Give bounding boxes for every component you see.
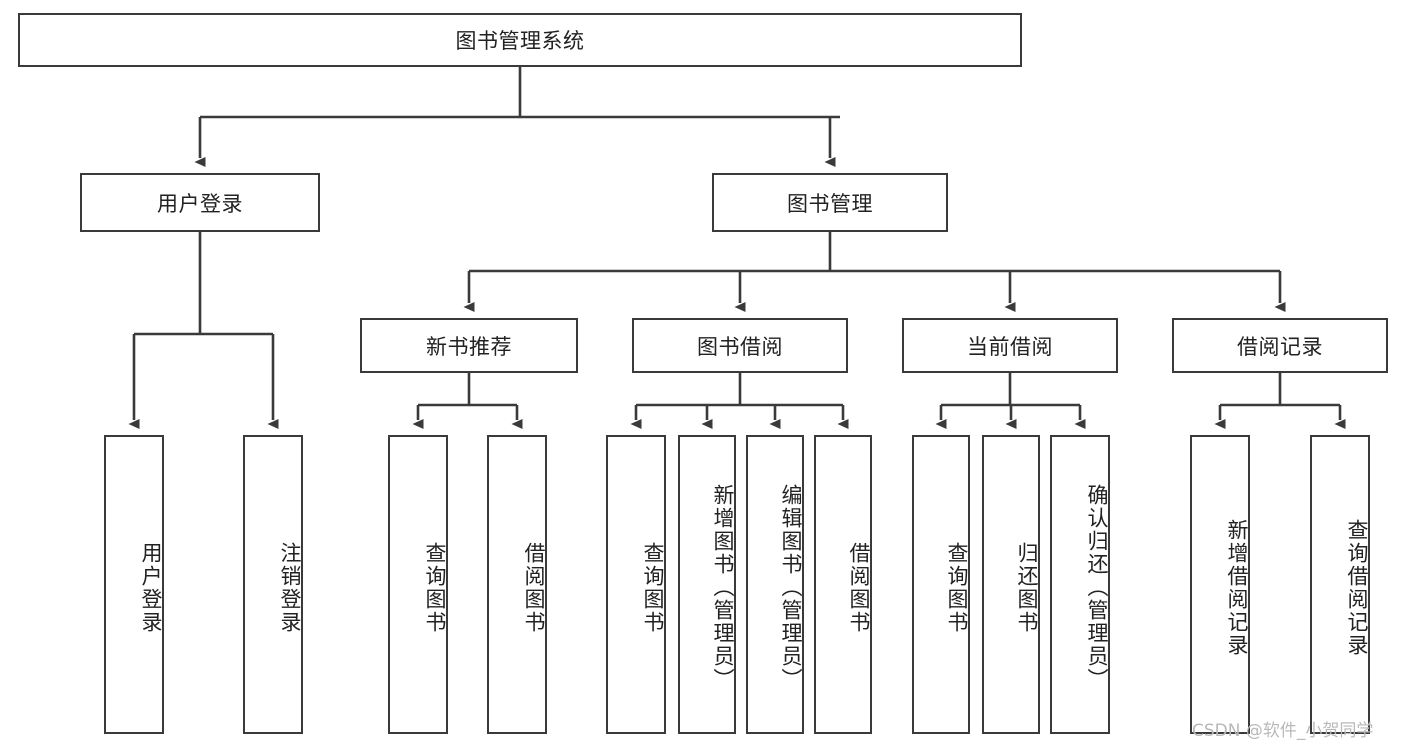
node-leaf-user-login[interactable]: 用户登录 <box>104 435 164 734</box>
node-leaf-query-book-2-label: 查询图书 <box>641 541 665 634</box>
node-leaf-add-borrow-record[interactable]: 新增借阅记录 <box>1190 435 1250 734</box>
node-leaf-logout-login-label: 注销登录 <box>278 541 302 634</box>
node-leaf-borrow-book-1[interactable]: 借阅图书 <box>487 435 547 734</box>
node-root[interactable]: 图书管理系统 <box>18 13 1022 67</box>
node-leaf-query-book-3[interactable]: 查询图书 <box>912 435 970 734</box>
node-leaf-edit-book[interactable]: 编辑图书（管理员） <box>746 435 804 734</box>
node-new-book-recommend[interactable]: 新书推荐 <box>360 318 578 373</box>
node-current-borrow[interactable]: 当前借阅 <box>902 318 1118 373</box>
node-leaf-return-book[interactable]: 归还图书 <box>982 435 1040 734</box>
node-leaf-return-book-label: 归还图书 <box>1015 541 1039 634</box>
node-leaf-user-login-label: 用户登录 <box>139 541 163 634</box>
node-root-label: 图书管理系统 <box>455 29 585 53</box>
node-book-borrow[interactable]: 图书借阅 <box>632 318 848 373</box>
node-current-borrow-label: 当前借阅 <box>967 334 1053 359</box>
node-borrow-record[interactable]: 借阅记录 <box>1172 318 1388 373</box>
node-leaf-borrow-book-2[interactable]: 借阅图书 <box>814 435 872 734</box>
node-leaf-add-book[interactable]: 新增图书（管理员） <box>678 435 736 734</box>
node-leaf-add-borrow-record-label: 新增借阅记录 <box>1225 518 1249 657</box>
node-user-login[interactable]: 用户登录 <box>80 173 320 232</box>
node-book-borrow-label: 图书借阅 <box>697 334 783 359</box>
csdn-watermark: CSDN @软件_小贺同学 <box>1192 721 1374 741</box>
node-leaf-confirm-return-label: 确认归还（管理员） <box>1085 484 1109 691</box>
node-leaf-query-book-2[interactable]: 查询图书 <box>606 435 666 734</box>
node-leaf-query-book-1-label: 查询图书 <box>423 541 447 634</box>
node-book-management-label: 图书管理 <box>787 191 873 216</box>
node-leaf-borrow-book-1-label: 借阅图书 <box>522 541 546 634</box>
node-leaf-borrow-book-2-label: 借阅图书 <box>847 541 871 634</box>
node-leaf-logout-login[interactable]: 注销登录 <box>243 435 303 734</box>
node-leaf-query-borrow-record[interactable]: 查询借阅记录 <box>1310 435 1370 734</box>
node-leaf-query-book-1[interactable]: 查询图书 <box>388 435 448 734</box>
node-book-management[interactable]: 图书管理 <box>712 173 948 232</box>
node-leaf-edit-book-label: 编辑图书（管理员） <box>779 484 803 691</box>
node-leaf-add-book-label: 新增图书（管理员） <box>711 484 735 691</box>
node-leaf-query-borrow-record-label: 查询借阅记录 <box>1345 518 1369 657</box>
node-leaf-confirm-return[interactable]: 确认归还（管理员） <box>1050 435 1110 734</box>
node-user-login-label: 用户登录 <box>157 191 243 216</box>
node-leaf-query-book-3-label: 查询图书 <box>945 541 969 634</box>
node-borrow-record-label: 借阅记录 <box>1237 334 1323 359</box>
node-new-book-recommend-label: 新书推荐 <box>426 334 512 359</box>
